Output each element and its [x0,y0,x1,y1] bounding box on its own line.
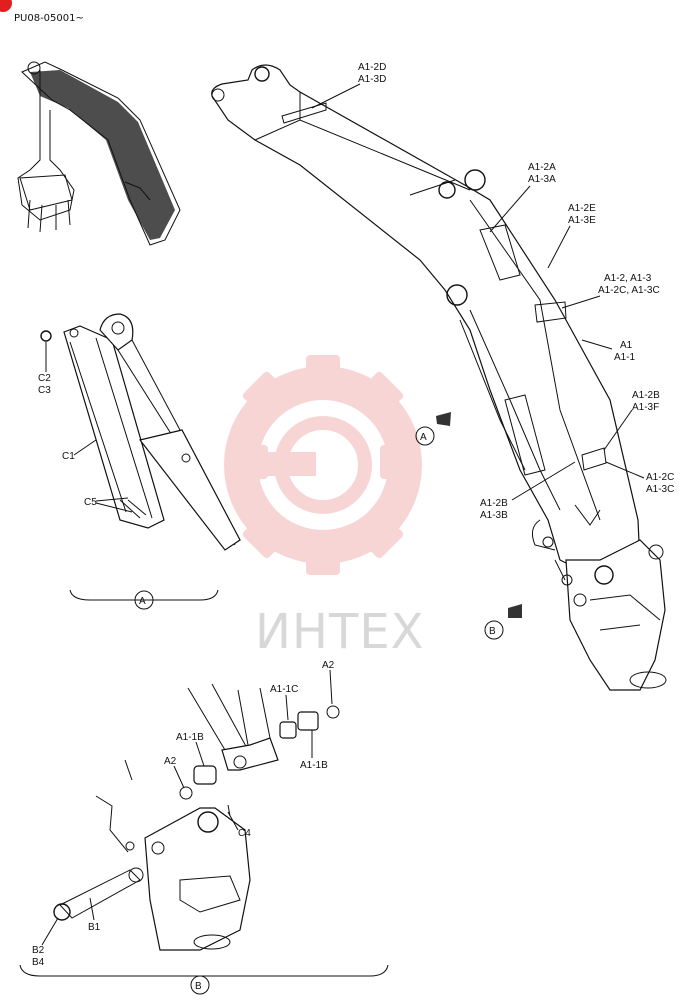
document-code: PU08-05001~ [14,13,84,24]
label-a1-3d: A1-3D [358,74,386,85]
label-a1-3a: A1-3A [528,174,556,185]
label-a1-3b: A1-3B [480,510,508,521]
label-a1-2d: A1-2D [358,62,386,73]
label-b4: B4 [32,957,45,968]
label-a1-1b-right: A1-1B [300,760,328,771]
svg-text:A: A [420,432,427,443]
detail-a-marker: A [139,596,146,607]
label-c5: C5 [84,497,97,508]
excavator-thumbnail [17,61,181,246]
label-a1-1: A1-1 [614,352,636,363]
label-a2-top: A2 [322,660,335,671]
label-a1-2c: A1-2C [646,472,674,483]
watermark-gear-icon [224,355,422,575]
svg-text:B: B [489,626,496,637]
label-a1-2b-right: A1-2B [632,390,660,401]
detail-a-cylinder: A [40,313,241,610]
label-a1-2-a1-3: A1-2, A1-3 [604,273,652,284]
label-c2: C2 [38,373,51,384]
label-c4: C4 [238,828,251,839]
detail-b-marker: B [195,981,202,992]
label-a1-3f: A1-3F [632,402,659,413]
detail-b-bracket: B [19,683,389,995]
label-a1-2b-left: A1-2B [480,498,508,509]
label-a1-3c: A1-3C [646,484,674,495]
label-a1-2e: A1-2E [568,203,596,214]
label-a1-1c: A1-1C [270,684,298,695]
label-b2: B2 [32,945,45,956]
corner-badge [0,0,12,12]
label-a1: A1 [620,340,633,351]
label-a2-mid: A2 [164,756,177,767]
label-b1: B1 [88,922,101,933]
label-a1-2a: A1-2A [528,162,556,173]
label-a1-3e: A1-3E [568,215,596,226]
detail-marker-a: A [415,426,435,446]
boom-assembly [211,64,667,691]
detail-marker-b: B [484,620,504,640]
label-a1-1b-left: A1-1B [176,732,204,743]
watermark-text: ИНТЕХ [255,604,425,660]
label-c1: C1 [62,451,75,462]
label-a1-2c-a1-3c: A1-2C, A1-3C [598,285,660,296]
label-c3: C3 [38,385,51,396]
